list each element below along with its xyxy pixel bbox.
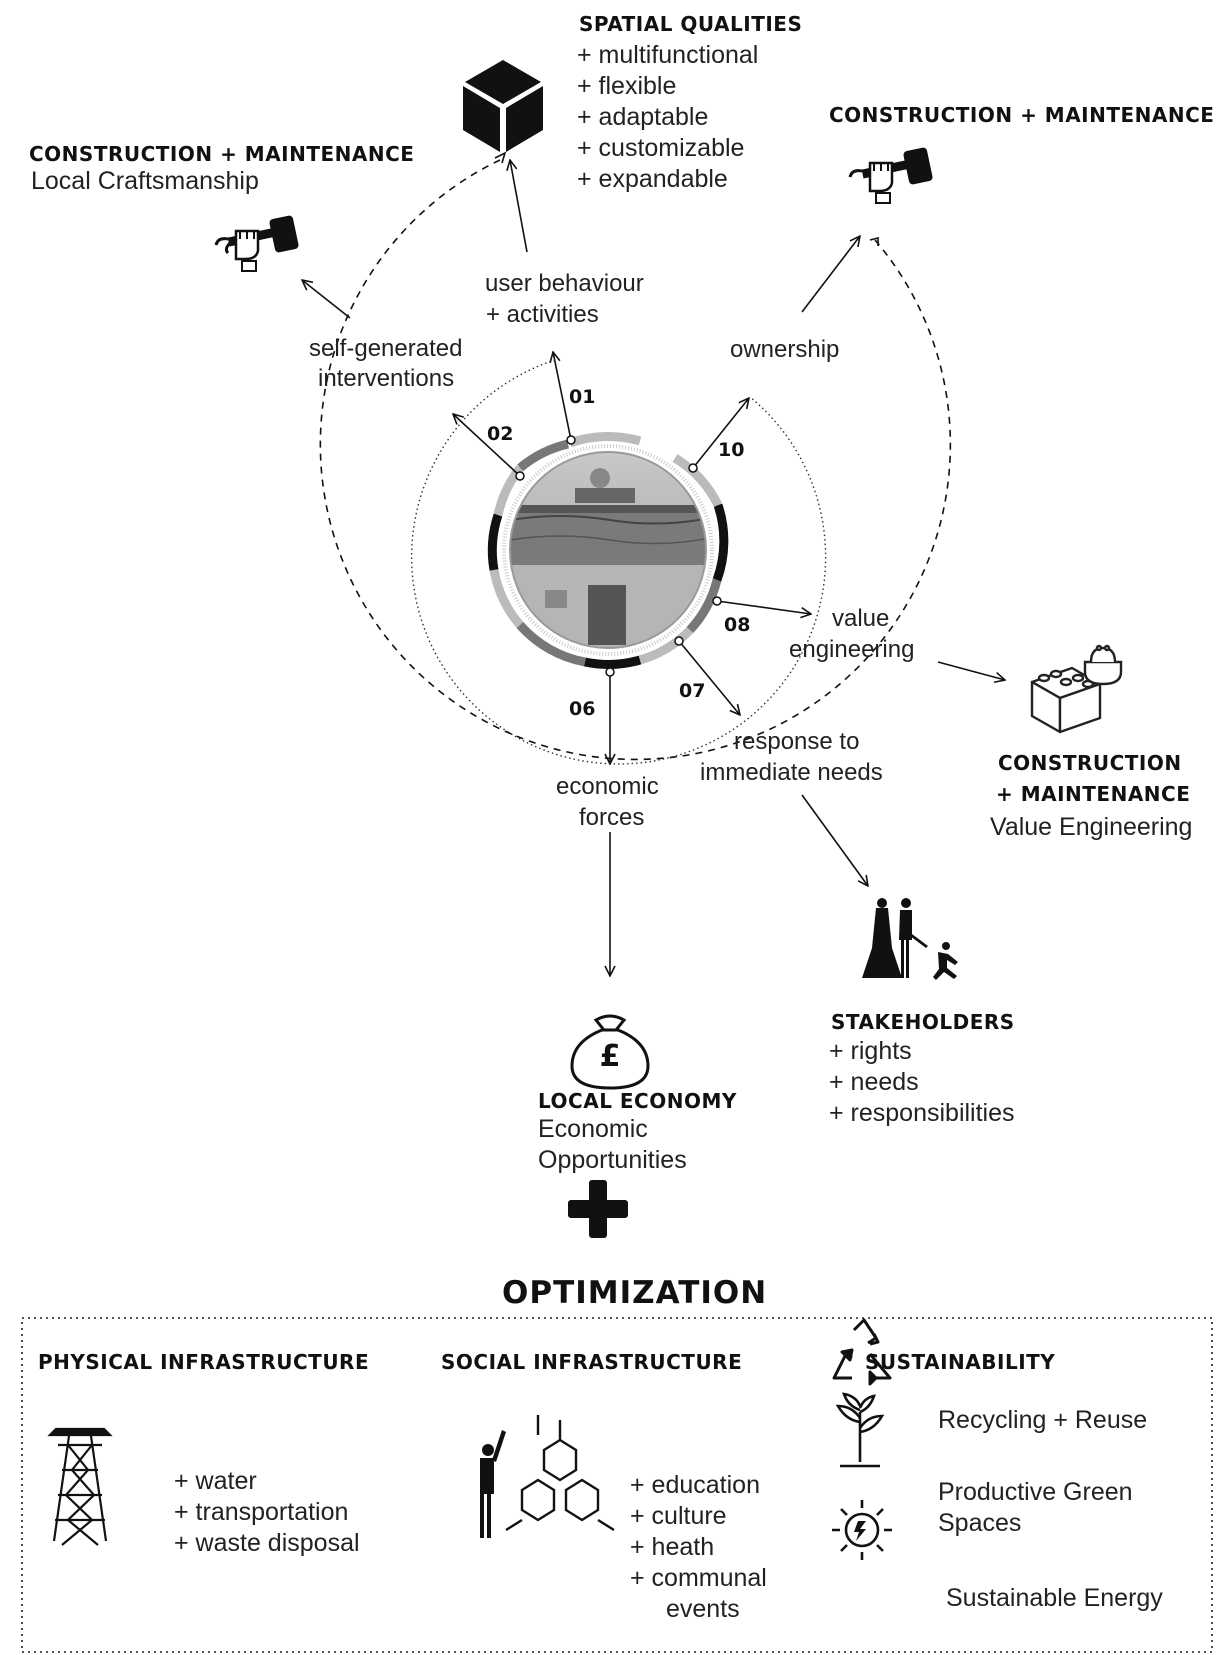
user-behaviour-label-1: user behaviour [485, 270, 644, 297]
construction-left-title: CONSTRUCTION + MAINTENANCE [29, 142, 415, 166]
construction-left-subtitle: Local Craftsmanship [31, 167, 259, 195]
person-icon [480, 1430, 506, 1538]
fist-hammer-icon [214, 215, 299, 272]
cube-icon [463, 60, 543, 152]
number-01: 01 [569, 386, 596, 408]
list-item: + education [630, 1471, 760, 1499]
value-engineering-label-1: value [832, 605, 890, 632]
svg-text:£: £ [600, 1039, 621, 1074]
people-icon [862, 898, 958, 980]
list-item: + expandable [577, 165, 728, 193]
response-label-2: immediate needs [700, 759, 883, 786]
list-item: + heath [630, 1533, 715, 1561]
outer-dashed-ring [319, 159, 952, 761]
economic-label-1: economic [556, 773, 659, 800]
radial-arrows [453, 352, 811, 764]
list-item: + water [174, 1467, 257, 1495]
construction-value-title-1: CONSTRUCTION [998, 751, 1182, 775]
local-economy-line1: Economic [538, 1115, 648, 1143]
hexagon-network-icon [505, 1415, 615, 1532]
sustainability-title: SUSTAINABILITY [865, 1350, 1056, 1374]
number-10: 10 [718, 439, 745, 461]
number-07: 07 [679, 680, 706, 702]
social-infrastructure-list: + education + culture + heath + communal… [630, 1470, 767, 1625]
list-item: events [666, 1595, 740, 1623]
physical-infrastructure-list: + water + transportation + waste disposa… [174, 1466, 360, 1559]
value-engineering-label-2: engineering [789, 636, 915, 663]
economic-label-2: forces [579, 804, 645, 831]
sustainable-energy-label: Sustainable Energy [946, 1584, 1163, 1612]
money-bag-icon: £ [570, 1014, 650, 1090]
list-item: + multifunctional [577, 41, 759, 69]
number-08: 08 [724, 614, 751, 636]
stakeholders-list: + rights + needs + responsibilities [829, 1036, 1015, 1129]
outer-arrows [302, 160, 1005, 976]
construction-value-title-2: + MAINTENANCE [996, 782, 1191, 806]
lego-brick-icon [1030, 666, 1102, 734]
purse-icon [1083, 644, 1123, 686]
pylon-icon [47, 1427, 113, 1546]
recycling-label: Recycling + Reuse [938, 1406, 1148, 1434]
physical-infrastructure-title: PHYSICAL INFRASTRUCTURE [38, 1350, 370, 1374]
number-06: 06 [569, 698, 596, 720]
spatial-qualities-list: + multifunctional + flexible + adaptable… [577, 40, 758, 195]
fist-hammer-icon [848, 147, 933, 204]
list-item: + customizable [577, 134, 745, 162]
local-economy-title: LOCAL ECONOMY [538, 1089, 737, 1113]
green-spaces-label-1: Productive Green [938, 1478, 1133, 1506]
list-item: + adaptable [577, 103, 709, 131]
construction-right-title: CONSTRUCTION + MAINTENANCE [829, 103, 1215, 127]
list-item: + culture [630, 1502, 727, 1530]
response-label-1: response to [734, 728, 860, 755]
list-item: + waste disposal [174, 1529, 360, 1557]
list-item: + communal [630, 1564, 767, 1592]
number-02: 02 [487, 423, 514, 445]
stakeholders-title: STAKEHOLDERS [831, 1010, 1015, 1034]
user-behaviour-label-2: + activities [486, 301, 599, 328]
self-generated-label-2: interventions [318, 365, 455, 392]
optimization-title: OPTIMIZATION [502, 1275, 768, 1311]
inner-dotted-ring [410, 359, 827, 765]
sun-energy-icon [832, 1500, 892, 1560]
list-item: + responsibilities [829, 1099, 1015, 1127]
green-spaces-label-2: Spaces [938, 1509, 1022, 1537]
spatial-qualities-title: SPATIAL QUALITIES [579, 12, 803, 36]
list-item: + transportation [174, 1498, 349, 1526]
social-infrastructure-title: SOCIAL INFRASTRUCTURE [441, 1350, 743, 1374]
local-economy-line2: Opportunities [538, 1146, 687, 1174]
plant-icon [835, 1392, 885, 1468]
self-generated-label-1: self-generated [309, 335, 463, 362]
list-item: + needs [829, 1068, 919, 1096]
list-item: + flexible [577, 72, 677, 100]
recycle-icon [832, 1318, 892, 1386]
segment-ring [487, 431, 729, 669]
optimization-box [21, 1317, 1213, 1653]
construction-value-subtitle: Value Engineering [990, 813, 1193, 841]
ownership-label: ownership [730, 336, 840, 363]
list-item: + rights [829, 1037, 912, 1065]
plus-icon [568, 1180, 628, 1238]
